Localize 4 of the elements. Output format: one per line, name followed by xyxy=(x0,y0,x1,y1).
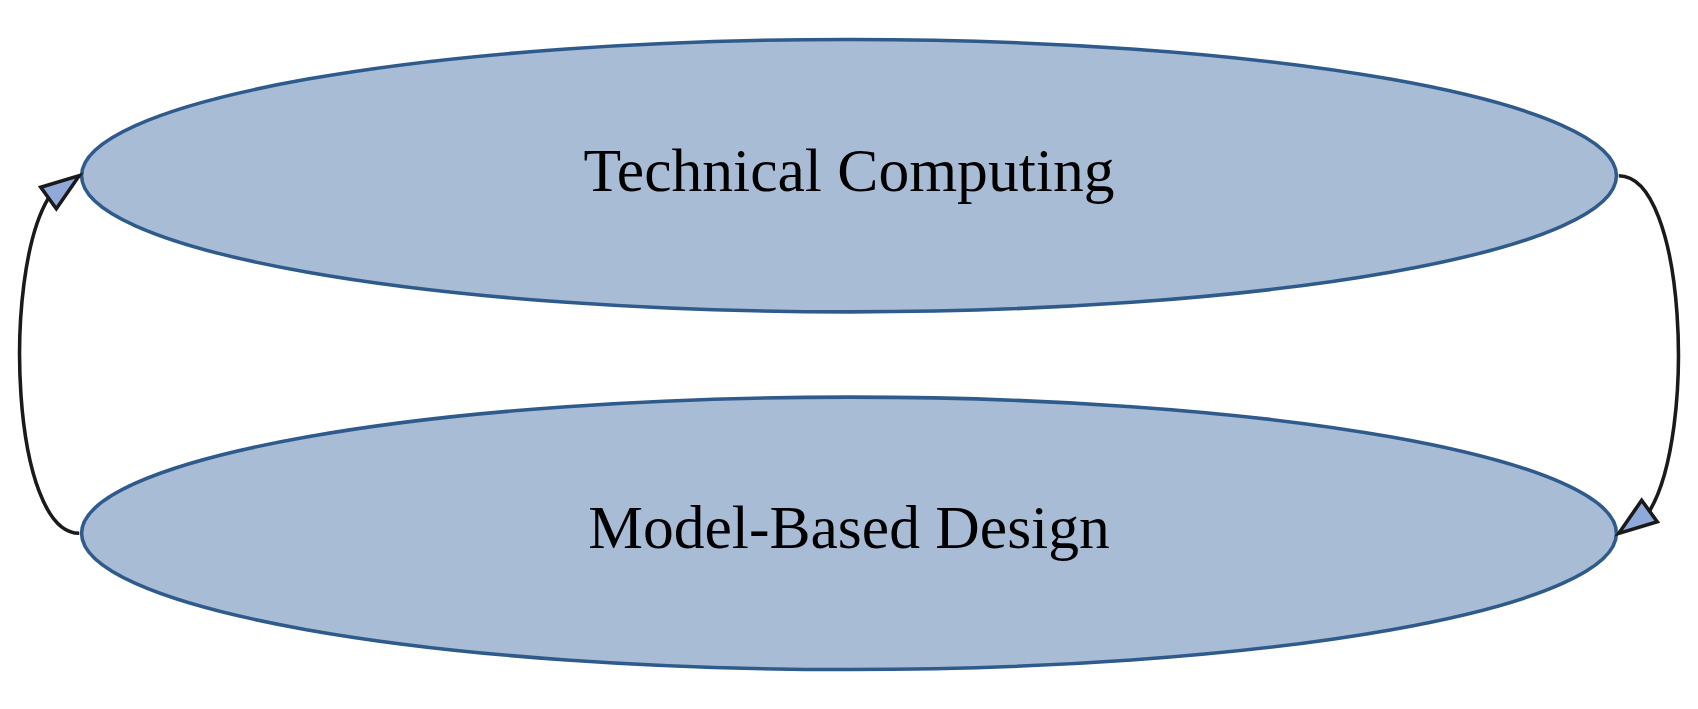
arrow xyxy=(17,172,84,535)
arrow xyxy=(1614,174,1681,537)
node-ellipse: Model-Based Design xyxy=(79,395,1619,672)
node-ellipse: Technical Computing xyxy=(79,37,1619,314)
